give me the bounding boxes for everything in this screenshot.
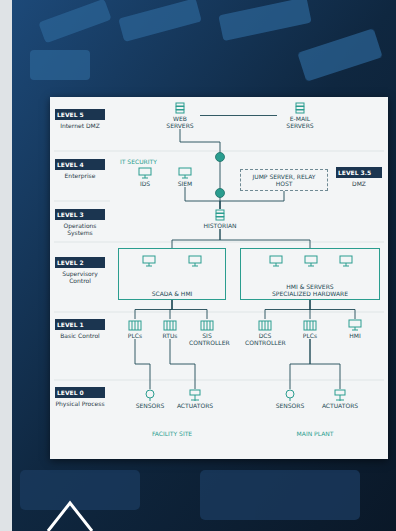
server-icon (172, 102, 188, 114)
node-text: LEVEL 0 (55, 387, 105, 398)
node-text: SIS CONTROLLER (189, 332, 225, 346)
node-text: LEVEL 3.5 (336, 167, 382, 178)
node-text: JUMP SERVER, RELAY HOST (245, 173, 323, 187)
node-text: LEVEL 2 (55, 257, 105, 268)
node-text: ACTUATORS (319, 402, 361, 409)
device-node: IDS (131, 167, 159, 187)
device-node: RTUs (154, 319, 186, 339)
node-text: SENSORS (272, 402, 308, 409)
device-node: PLCs (294, 319, 326, 339)
node-text: DMZ (336, 178, 382, 187)
device-node: E-MAIL SERVERS (277, 102, 323, 129)
network-link (220, 229, 310, 248)
device-node: ACTUATORS (319, 389, 361, 409)
monitor-icon (268, 255, 284, 267)
node-text: HMI (339, 332, 371, 339)
node-text: Enterprise (55, 170, 105, 179)
plc-icon (302, 319, 318, 331)
plc-icon (257, 319, 273, 331)
network-link (200, 115, 277, 116)
network-link (135, 339, 150, 389)
diagram-card: LEVEL 5Internet DMZ WEB SERVERS E-MAIL SER… (50, 97, 388, 459)
node-text: PLCs (294, 332, 326, 339)
node-text: Supervisory Control (55, 268, 105, 284)
level-tag: LEVEL 4Enterprise (55, 159, 105, 179)
caption-label: IT SECURITY (120, 158, 157, 165)
device-node: DCS CONTROLLER (245, 319, 285, 346)
plc-icon (199, 319, 215, 331)
node-text: Physical Process (55, 398, 105, 407)
network-link (185, 187, 220, 209)
level-tag: LEVEL 0Physical Process (55, 387, 105, 407)
node-text: LEVEL 3 (55, 209, 105, 220)
server-icon (212, 209, 228, 221)
network-link (170, 339, 195, 389)
plc-icon (127, 319, 143, 331)
device-node: SENSORS (132, 389, 168, 409)
network-link (180, 129, 220, 209)
monitor-icon (338, 255, 354, 267)
device-node: HMI (339, 319, 371, 339)
network-link (172, 229, 220, 248)
device-node: ACTUATORS (174, 389, 216, 409)
node-text: DCS CONTROLLER (245, 332, 285, 346)
zone-text: SCADA & HMI (121, 290, 223, 297)
node-text: WEB SERVERS (160, 115, 200, 129)
network-link (265, 300, 310, 319)
level-tag: LEVEL 3Operations Systems (55, 209, 105, 236)
caption-label: MAIN PLANT (297, 430, 334, 437)
node-text: E-MAIL SERVERS (277, 115, 323, 129)
device-node: WEB SERVERS (160, 102, 200, 129)
level-tag: LEVEL 2Supervisory Control (55, 257, 105, 284)
node-text: LEVEL 5 (55, 109, 105, 120)
monitor-icon (137, 167, 153, 179)
monitor-icon (141, 255, 157, 267)
level-tag: LEVEL 5Internet DMZ (55, 109, 105, 129)
server-icon (292, 102, 308, 114)
sensor-icon (142, 389, 158, 401)
network-link (290, 339, 310, 389)
zone-box: SCADA & HMI (118, 248, 226, 300)
node-text: IDS (131, 180, 159, 187)
node-text: RTUs (154, 332, 186, 339)
node-text: SPECIALIZED HARDWARE (243, 290, 377, 297)
node-text: SCADA & HMI (121, 290, 223, 297)
monitor-icon (347, 319, 363, 331)
network-link (310, 300, 355, 319)
node-text: SENSORS (132, 402, 168, 409)
node-text: Basic Control (55, 330, 105, 339)
network-link (310, 339, 340, 389)
node-text: LEVEL 1 (55, 319, 105, 330)
level-tag: LEVEL 1Basic Control (55, 319, 105, 339)
monitor-icon (303, 255, 319, 267)
device-node: HISTORIAN (198, 209, 242, 229)
plc-icon (162, 319, 178, 331)
actuator-icon (187, 389, 203, 401)
node-text: SIEM (171, 180, 199, 187)
sensor-icon (282, 389, 298, 401)
dmz-box: JUMP SERVER, RELAY HOST (240, 169, 328, 191)
caption-label: FACILITY SITE (152, 430, 192, 437)
node-text: Operations Systems (55, 220, 105, 236)
node-text: HISTORIAN (198, 222, 242, 229)
device-node: SENSORS (272, 389, 308, 409)
actuator-icon (332, 389, 348, 401)
node-text: Internet DMZ (55, 120, 105, 129)
device-node: SIS CONTROLLER (189, 319, 225, 346)
node-text: PLCs (119, 332, 151, 339)
device-node: SIEM (171, 167, 199, 187)
node-text: ACTUATORS (174, 402, 216, 409)
monitor-icon (177, 167, 193, 179)
zone-box: HMI & SERVERSSPECIALIZED HARDWARE (240, 248, 380, 300)
level-tag: LEVEL 3.5DMZ (336, 167, 382, 187)
network-link (135, 300, 172, 319)
network-link (220, 191, 284, 209)
monitor-icon (187, 255, 203, 267)
node-text: LEVEL 4 (55, 159, 105, 170)
node-text: HMI & SERVERS (243, 283, 377, 290)
device-node: PLCs (119, 319, 151, 339)
zone-text: HMI & SERVERSSPECIALIZED HARDWARE (243, 283, 377, 297)
network-link (172, 300, 207, 319)
